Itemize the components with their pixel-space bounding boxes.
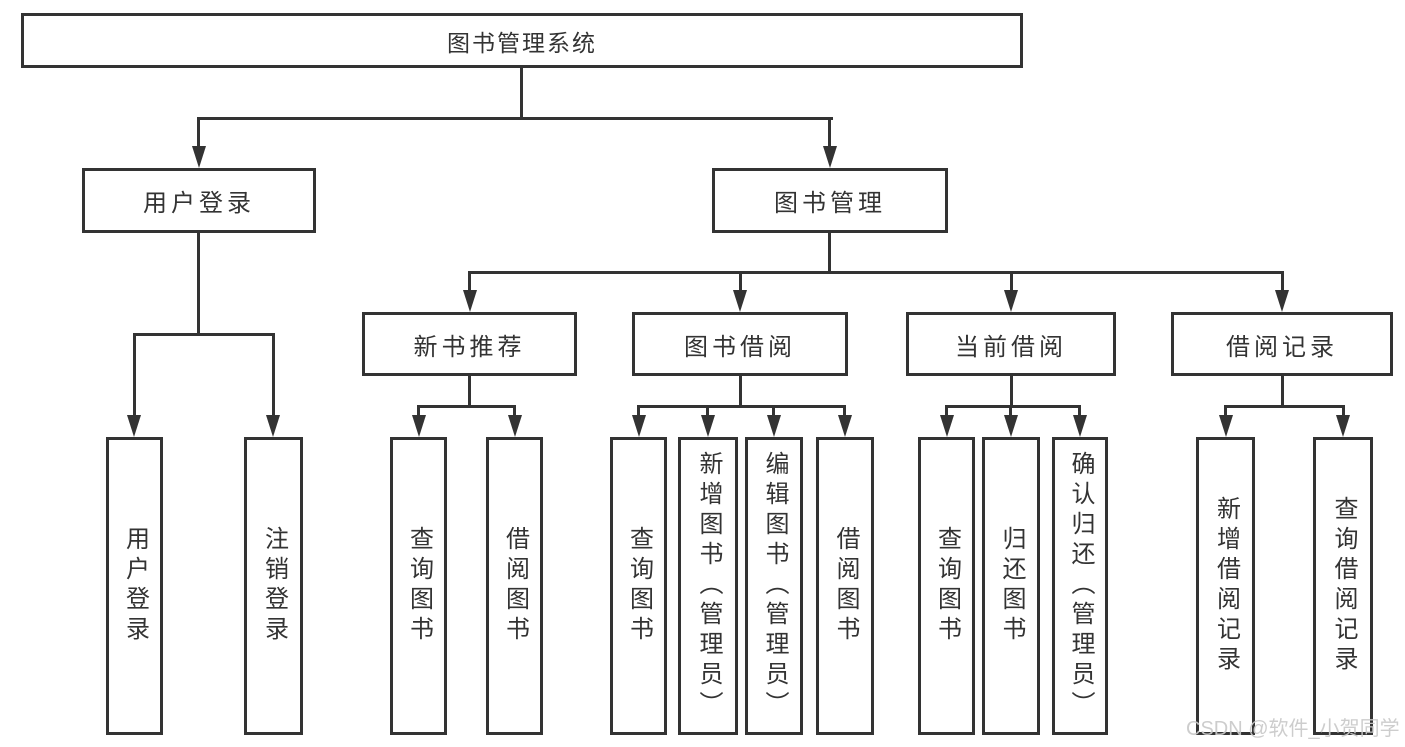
node-label: 当前借阅 bbox=[955, 333, 1067, 361]
arrowhead-leaf-logout bbox=[266, 415, 280, 437]
edge-new-book-stem bbox=[468, 375, 471, 406]
edge-drop-current-borrow bbox=[1010, 271, 1013, 291]
arrowhead-borrow1 bbox=[508, 415, 522, 437]
edge-drop-leaf-logout bbox=[272, 333, 275, 415]
leaf-edit-book-admin: 编辑图书（管理员） bbox=[745, 437, 803, 735]
node-label: 查询图书 bbox=[933, 526, 961, 646]
node-label: 查询图书 bbox=[405, 526, 433, 646]
arrowhead-book-mgmt bbox=[823, 146, 837, 168]
node-new-book-recommend: 新书推荐 bbox=[362, 312, 577, 376]
leaf-query-books-borrowing: 查询图书 bbox=[610, 437, 667, 735]
leaf-user-login: 用户登录 bbox=[106, 437, 163, 735]
edge-drop-confirm-return bbox=[1078, 405, 1081, 416]
arrowhead-borrow-records bbox=[1275, 290, 1289, 312]
edge-drop-borrow-records bbox=[1281, 271, 1284, 291]
edge-borrow-records-stem bbox=[1281, 375, 1284, 406]
arrowhead-edit-book bbox=[767, 415, 781, 437]
arrowhead-return-book bbox=[1004, 415, 1018, 437]
edge-drop-book-mgmt bbox=[828, 117, 831, 147]
edge-drop-new-book bbox=[468, 271, 471, 291]
edge-drop-return-book bbox=[1009, 405, 1012, 416]
node-label: 图书管理 bbox=[774, 190, 886, 217]
edge-current-borrow-split bbox=[945, 405, 1081, 408]
edge-drop-edit-book bbox=[772, 405, 775, 416]
node-label: 编辑图书（管理员） bbox=[761, 451, 788, 721]
edge-user-login-stem bbox=[197, 232, 200, 335]
node-label: 查询图书 bbox=[625, 526, 653, 646]
edge-drop-add-book bbox=[706, 405, 709, 416]
node-label: 图书借阅 bbox=[684, 333, 796, 361]
edge-drop-user-login bbox=[197, 117, 200, 147]
edge-level3-split bbox=[468, 271, 1284, 274]
edge-drop-query2 bbox=[637, 405, 640, 416]
node-label: 新增图书（管理员） bbox=[695, 451, 722, 721]
edge-root-stem bbox=[520, 68, 523, 119]
node-label: 新书推荐 bbox=[413, 333, 526, 361]
edge-drop-borrow1 bbox=[513, 405, 516, 416]
edge-drop-book-borrow bbox=[739, 271, 742, 291]
node-book-borrowing: 图书借阅 bbox=[632, 312, 848, 376]
leaf-query-books-recommend: 查询图书 bbox=[390, 437, 447, 735]
edge-borrow-records-split bbox=[1224, 405, 1344, 408]
edge-drop-borrow2 bbox=[843, 405, 846, 416]
node-label: 借阅图书 bbox=[832, 526, 859, 646]
arrowhead-query-record bbox=[1336, 415, 1350, 437]
arrowhead-user-login bbox=[192, 146, 206, 168]
node-label: 用户登录 bbox=[143, 190, 255, 217]
node-label: 图书管理系统 bbox=[447, 29, 597, 56]
node-label: 用户登录 bbox=[121, 526, 149, 646]
edge-new-book-split bbox=[417, 405, 516, 408]
arrowhead-add-record bbox=[1219, 415, 1233, 437]
edge-level2-split bbox=[197, 117, 833, 120]
node-label: 新增借阅记录 bbox=[1212, 496, 1240, 676]
leaf-add-borrow-record: 新增借阅记录 bbox=[1196, 437, 1255, 735]
edge-book-borrow-stem bbox=[739, 375, 742, 406]
edge-drop-leaf-user-login bbox=[133, 333, 136, 415]
node-root-library-system: 图书管理系统 bbox=[21, 13, 1023, 68]
leaf-borrow-books-borrowing: 借阅图书 bbox=[816, 437, 874, 735]
edge-drop-query3 bbox=[945, 405, 948, 416]
leaf-confirm-return-admin: 确认归还（管理员） bbox=[1052, 437, 1108, 735]
node-label: 归还图书 bbox=[998, 526, 1025, 646]
node-book-management: 图书管理 bbox=[712, 168, 948, 233]
arrowhead-confirm-return bbox=[1073, 415, 1087, 437]
arrowhead-new-book bbox=[463, 290, 477, 312]
leaf-query-borrow-record: 查询借阅记录 bbox=[1313, 437, 1373, 735]
node-user-login: 用户登录 bbox=[82, 168, 316, 233]
arrowhead-query2 bbox=[632, 415, 646, 437]
csdn-watermark: CSDN @软件_小贺同学 bbox=[1186, 718, 1400, 740]
node-label: 查询借阅记录 bbox=[1330, 496, 1357, 676]
leaf-return-book: 归还图书 bbox=[982, 437, 1040, 735]
arrowhead-query3 bbox=[940, 415, 954, 437]
node-label: 确认归还（管理员） bbox=[1067, 451, 1094, 721]
arrowhead-current-borrow bbox=[1004, 290, 1018, 312]
node-label: 借阅图书 bbox=[501, 526, 529, 646]
arrowhead-leaf-user-login bbox=[127, 415, 141, 437]
arrowhead-book-borrow bbox=[733, 290, 747, 312]
node-label: 注销登录 bbox=[260, 526, 288, 646]
edge-drop-query1 bbox=[417, 405, 420, 416]
leaf-logout: 注销登录 bbox=[244, 437, 303, 735]
edge-drop-add-record bbox=[1224, 405, 1227, 416]
edge-current-borrow-stem bbox=[1010, 375, 1013, 406]
arrowhead-borrow2 bbox=[838, 415, 852, 437]
leaf-query-books-current: 查询图书 bbox=[918, 437, 975, 735]
node-current-borrowing: 当前借阅 bbox=[906, 312, 1116, 376]
edge-user-login-split bbox=[133, 333, 275, 336]
edge-book-borrow-split bbox=[637, 405, 846, 408]
edge-book-mgmt-stem bbox=[828, 232, 831, 272]
node-label: 借阅记录 bbox=[1226, 333, 1338, 361]
arrowhead-query1 bbox=[412, 415, 426, 437]
edge-drop-query-record bbox=[1342, 405, 1345, 416]
leaf-add-book-admin: 新增图书（管理员） bbox=[678, 437, 738, 735]
arrowhead-add-book bbox=[701, 415, 715, 437]
node-borrow-records: 借阅记录 bbox=[1171, 312, 1393, 376]
leaf-borrow-books-recommend: 借阅图书 bbox=[486, 437, 543, 735]
